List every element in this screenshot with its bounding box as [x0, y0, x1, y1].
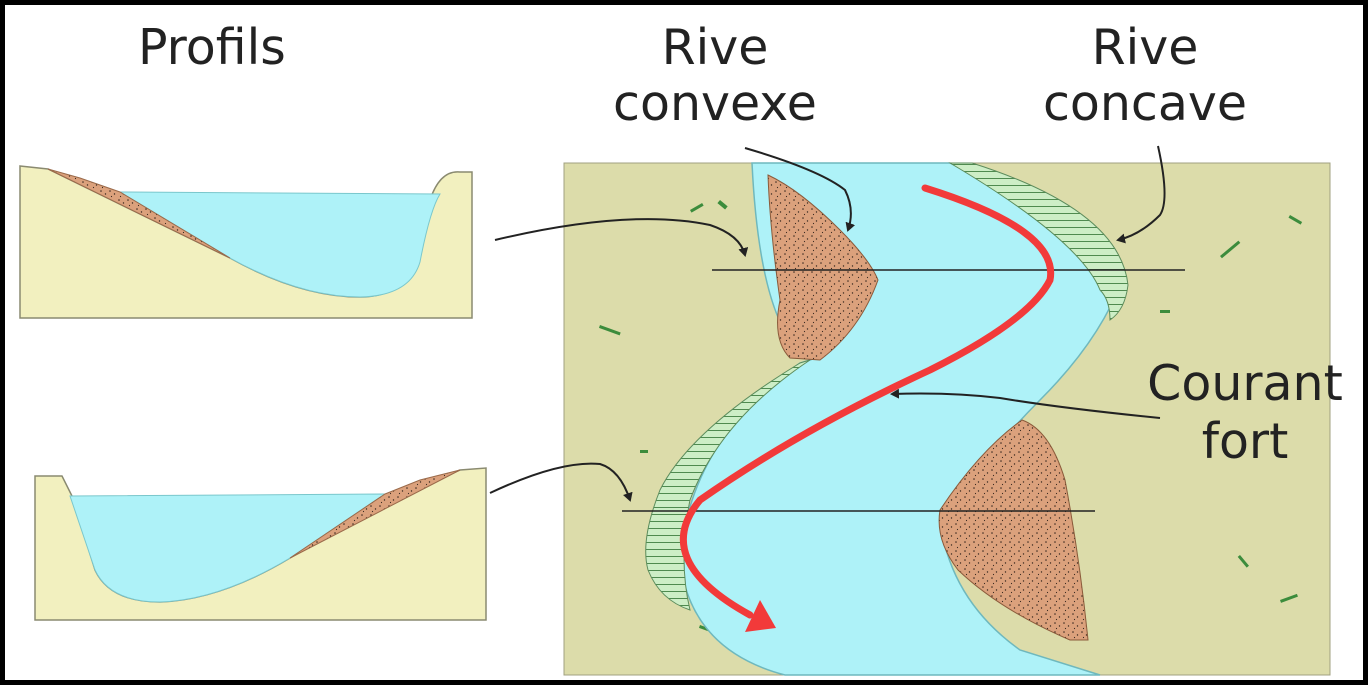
profile-top-water — [118, 191, 441, 298]
profile-bottom — [34, 467, 487, 621]
pointer-arrows — [489, 145, 1166, 502]
arrow-profile-bottom — [489, 462, 633, 502]
profile-top — [19, 165, 473, 319]
deposit-bottom — [938, 419, 1089, 641]
deposit-top — [767, 174, 879, 361]
grass-marks — [598, 200, 1303, 634]
erosion-bottom-left — [645, 359, 811, 611]
label-rive-convexe: Rive convexe — [613, 19, 817, 132]
erosion-top-right — [948, 162, 1129, 321]
label-rive-concave: Rive concave — [1042, 19, 1248, 132]
river-map — [563, 162, 1331, 676]
strong-current-path — [679, 184, 1055, 619]
strong-current-arrowhead — [745, 600, 776, 632]
arrow-courant — [890, 388, 1161, 419]
arrow-concave — [1116, 145, 1166, 244]
arrow-convexe — [744, 147, 856, 232]
label-courant-fort: Courant fort — [1147, 355, 1343, 470]
arrow-profile-top — [494, 218, 749, 257]
profile-bottom-water — [69, 493, 387, 603]
profile-bottom-deposit — [289, 469, 461, 559]
label-profils: Profils — [138, 19, 286, 76]
profile-top-deposit — [47, 168, 231, 259]
